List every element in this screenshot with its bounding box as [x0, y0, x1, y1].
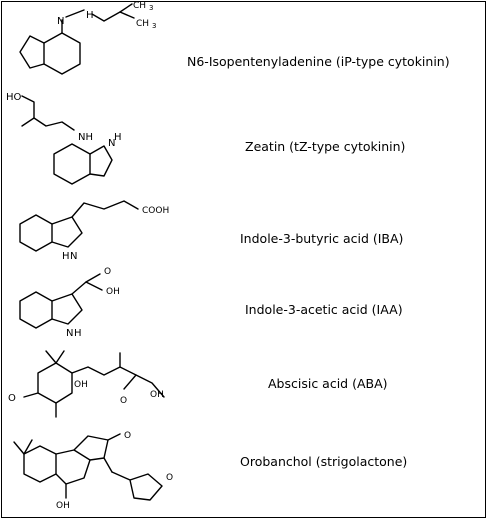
atom-h: H — [62, 251, 70, 262]
aba-structure: O OH O OH — [8, 350, 165, 418]
atom-oh: OH — [106, 287, 120, 297]
atom-ho: HO — [6, 92, 22, 103]
compound-name: Indole-3-butyric acid (IBA) — [240, 231, 404, 246]
compound-name: Abscisic acid (ABA) — [268, 376, 388, 391]
atom-o: O — [104, 267, 111, 277]
atom-h: H — [86, 10, 94, 21]
atom-n: N — [108, 138, 115, 149]
atom-o: O — [120, 396, 127, 406]
atom-nh: NH — [78, 132, 93, 143]
compound-name: Orobanchol (strigolactone) — [240, 454, 408, 469]
atom-h: H — [114, 132, 122, 143]
atom-n: N — [70, 251, 77, 262]
ip-structure: N H CH 3 CH 3 — [19, 1, 156, 75]
compound-row-orobanchol: O O OH Orobanchol (strigolactone) — [0, 428, 487, 518]
zeatin-structure: HO NH N H — [6, 92, 122, 185]
compound-name: N6-Isopentenyladenine (iP-type cytokinin… — [187, 54, 450, 69]
atom-o: O — [166, 473, 173, 483]
atom-sub: 3 — [152, 22, 156, 30]
iba-structure: COOH H N — [19, 200, 169, 262]
compound-row-iba: COOH H N Indole-3-butyric acid (IBA) — [0, 195, 487, 270]
compound-row-ip: N H CH 3 CH 3 N6-Isopentenyladenine (iP-… — [0, 0, 487, 100]
atom-oh: OH — [150, 390, 164, 400]
atom-oh: OH — [56, 501, 70, 511]
atom-n: N — [57, 16, 64, 27]
compound-name: Zeatin (tZ-type cytokinin) — [245, 139, 406, 154]
atom-oh: OH — [74, 380, 88, 390]
atom-o: O — [8, 393, 16, 404]
compound-row-iaa: O OH N H Indole-3-acetic acid (IAA) — [0, 264, 487, 344]
atom-n: N — [66, 328, 73, 339]
compound-name: Indole-3-acetic acid (IAA) — [245, 302, 403, 317]
compound-row-zeatin: HO NH N H Zeatin (tZ-type cytokinin) — [0, 82, 487, 192]
atom-ch3: CH — [133, 1, 146, 11]
atom-h: H — [74, 328, 82, 339]
orobanchol-structure: O O OH — [13, 431, 173, 511]
atom-o: O — [124, 431, 131, 441]
atom-ch3: CH — [136, 19, 149, 29]
atom-cooh: COOH — [142, 206, 169, 216]
iaa-structure: O OH N H — [19, 267, 120, 339]
compound-row-aba: O OH O OH Abscisic acid (ABA) — [0, 347, 487, 437]
atom-sub: 3 — [149, 4, 153, 12]
